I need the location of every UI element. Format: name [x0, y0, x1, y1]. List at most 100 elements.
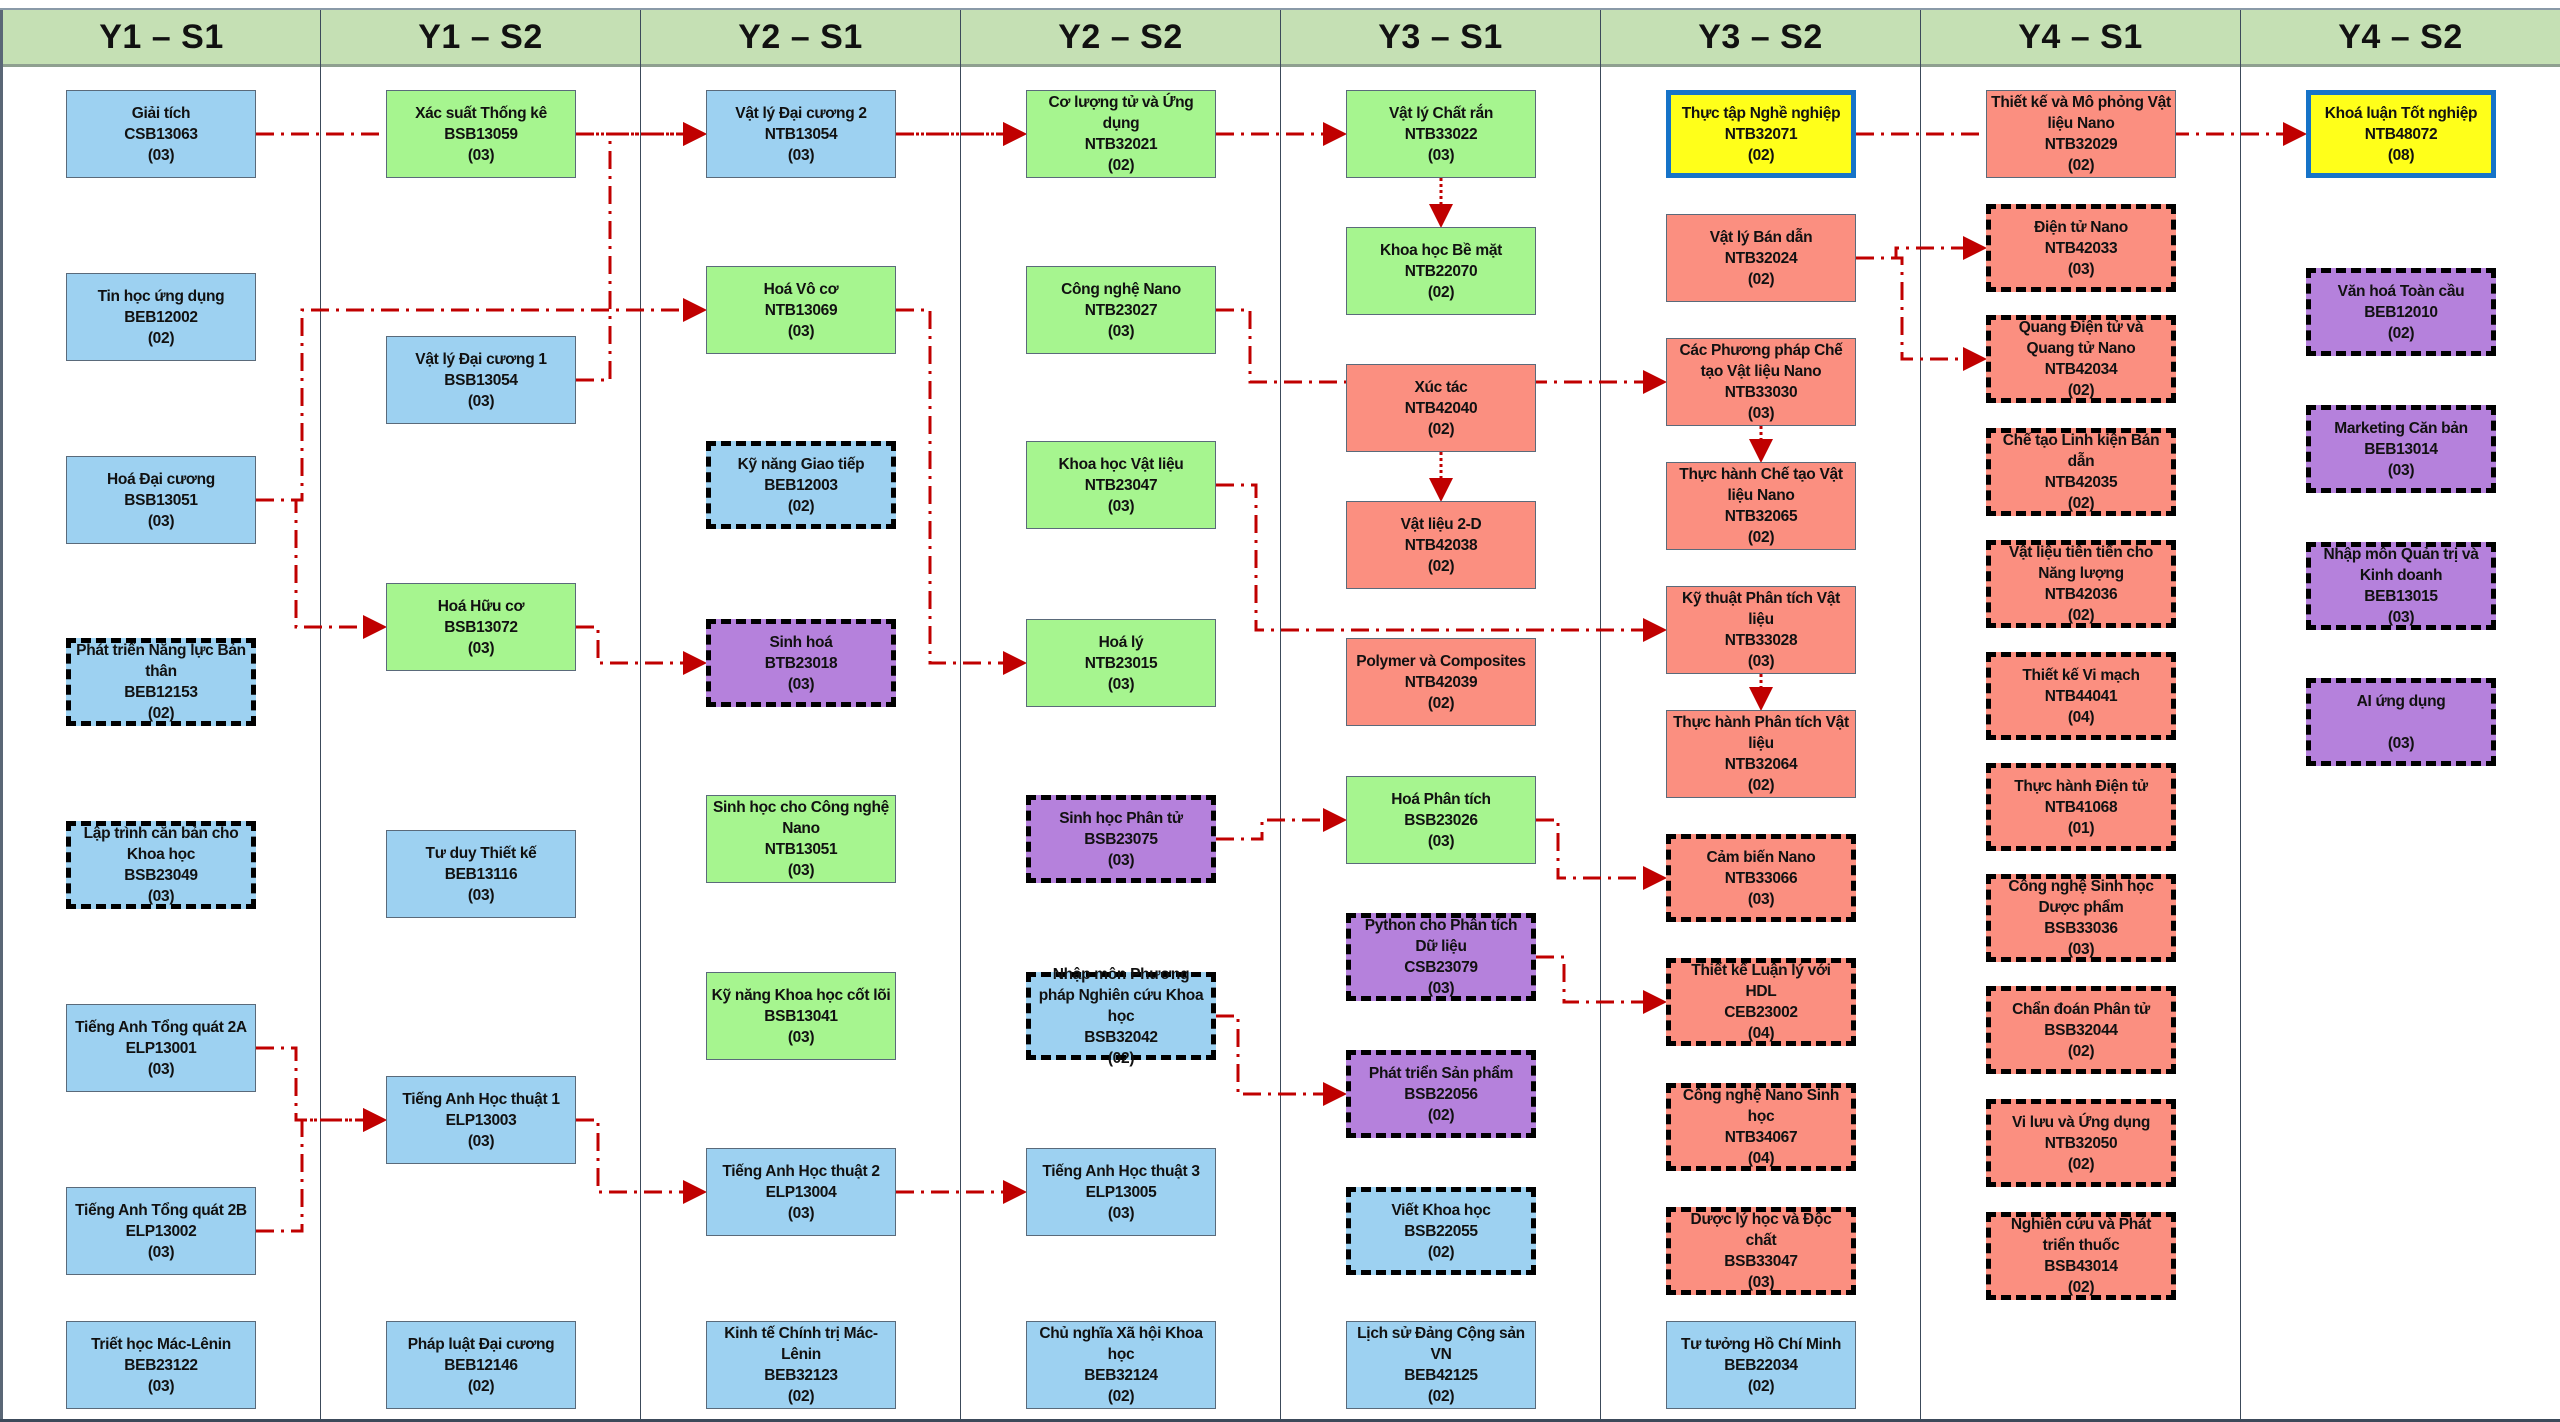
course-code: ELP13004: [765, 1183, 837, 1201]
course-code: NTB48072: [2364, 125, 2438, 143]
course-name: Tiếng Anh Tổng quát 2B: [75, 1201, 247, 1219]
course-credits: (02): [787, 1388, 815, 1405]
course-credits: (03): [2067, 260, 2095, 278]
course-name: Công nghệ Nano: [1061, 280, 1181, 298]
course-name: Khoá luận Tốt nghiệp: [2324, 104, 2478, 122]
course-credits: (02): [2067, 495, 2095, 512]
course-card[interactable]: AI ứng dụng (03): [2306, 678, 2496, 766]
course-credits: (03): [787, 322, 815, 340]
course-code: BSB33047: [1724, 1253, 1798, 1270]
semester-column: Y4 – S2: [2240, 10, 2560, 1419]
course-credits: (03): [147, 1060, 175, 1078]
course-code: CEB23002: [1724, 1004, 1798, 1021]
semester-column: Y2 – S1: [640, 10, 960, 1419]
course-name: Pháp luật Đại cương: [407, 1335, 555, 1353]
course-credits: (03): [1427, 146, 1455, 164]
course-credits: (03): [147, 1243, 175, 1261]
course-card[interactable]: Nhập môn Phương pháp Nghiên cứu Khoa học…: [1026, 966, 1216, 1067]
course-code: NTB42035: [2044, 474, 2118, 491]
course-name: Công nghệ Sinh học Dược phẩm: [2008, 878, 2154, 916]
course-credits: (03): [787, 862, 815, 879]
course-credits: (02): [2067, 382, 2095, 399]
course-name: Tin học ứng dụng: [97, 287, 225, 305]
course-name: Nhập môn Quản trị và Kinh doanh: [2323, 546, 2479, 584]
course-code: NTB42034: [2044, 361, 2118, 378]
semester-header: Y2 – S2: [961, 10, 1280, 67]
course-name: Triết học Mác-Lênin: [91, 1335, 231, 1353]
course-credits: (03): [1107, 851, 1135, 869]
course-credits: (03): [1427, 832, 1455, 850]
course-name: Quang Điện tử và Quang tử Nano: [2018, 319, 2144, 357]
course-credits: (02): [2387, 324, 2415, 342]
course-code: NTB34067: [1724, 1129, 1798, 1146]
course-name: Tư duy Thiết kế: [425, 844, 537, 862]
course-code: BSB23075: [1084, 830, 1158, 848]
